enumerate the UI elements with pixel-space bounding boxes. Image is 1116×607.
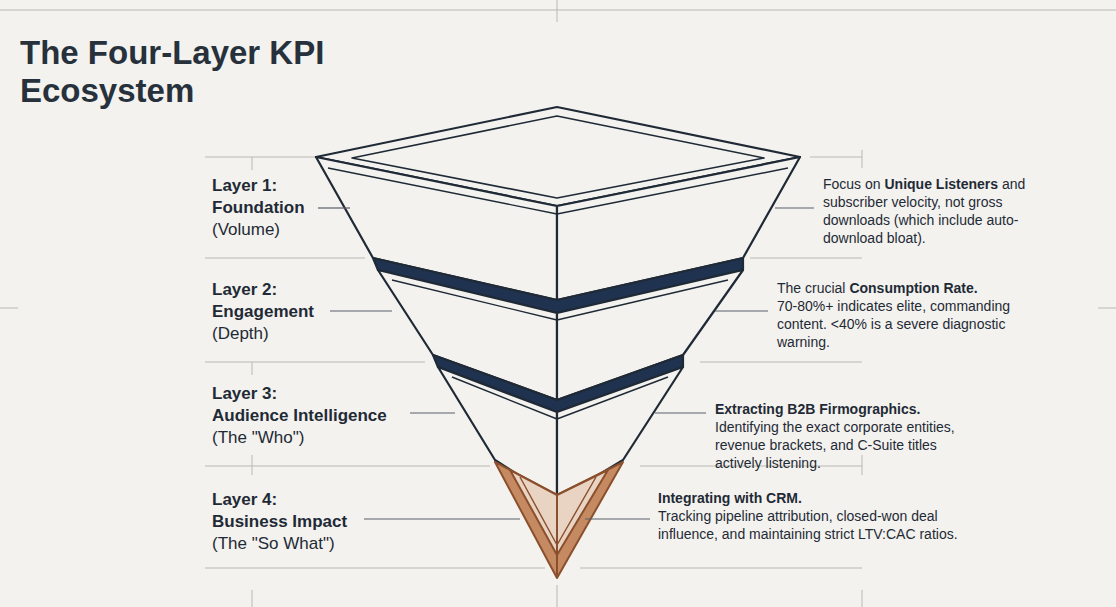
layer-label-line: (Depth) bbox=[212, 323, 314, 345]
layer-label: Layer 3:Audience Intelligence(The "Who") bbox=[212, 383, 387, 449]
layer-node: Layer 4:Business Impact(The "So What") In… bbox=[0, 489, 1116, 555]
layer-description: Integrating with CRM.Tracking pipeline a… bbox=[658, 489, 988, 543]
layer-node: Layer 3:Audience Intelligence(The "Who")… bbox=[0, 383, 1116, 472]
layer-label: Layer 4:Business Impact(The "So What") bbox=[212, 489, 347, 555]
description-text: 70-80%+ indicates elite, commanding cont… bbox=[777, 297, 1029, 351]
layer-description: Focus onUnique Listenersand subscriber v… bbox=[823, 175, 1055, 247]
layer-node: Layer 1:Foundation(Volume) Focus onUnique… bbox=[0, 175, 1116, 247]
description-text: Identifying the exact corporate entities… bbox=[715, 418, 955, 472]
layer-label: Layer 2:Engagement(Depth) bbox=[212, 279, 314, 345]
layer-label-line: (The "So What") bbox=[212, 533, 347, 555]
layer-description: The crucialConsumption Rate.70-80%+ indi… bbox=[777, 279, 1029, 351]
layer-label-line: (Volume) bbox=[212, 219, 305, 241]
description-text: Integrating with CRM. bbox=[658, 489, 988, 507]
layer-description: Extracting B2B Firmographics.Identifying… bbox=[715, 400, 955, 472]
layer-label-line: Engagement bbox=[212, 301, 314, 323]
layer-label-line: Foundation bbox=[212, 197, 305, 219]
description-text: Tracking pipeline attribution, closed-wo… bbox=[658, 507, 988, 543]
layer-label: Layer 1:Foundation(Volume) bbox=[212, 175, 305, 241]
description-text: Consumption Rate. bbox=[849, 280, 977, 296]
description-text: Extracting B2B Firmographics. bbox=[715, 400, 955, 418]
description-text: Focus on bbox=[823, 176, 881, 192]
layer-label-line: Layer 3: bbox=[212, 383, 387, 405]
description-text: The crucial bbox=[777, 280, 845, 296]
description-text: Unique Listeners bbox=[885, 176, 999, 192]
layer-node: Layer 2:Engagement(Depth) The crucialCons… bbox=[0, 279, 1116, 351]
layer-label-line: (The "Who") bbox=[212, 427, 387, 449]
layer-label-line: Layer 2: bbox=[212, 279, 314, 301]
layer-label-line: Layer 1: bbox=[212, 175, 305, 197]
layer-label-line: Layer 4: bbox=[212, 489, 347, 511]
layer-label-line: Business Impact bbox=[212, 511, 347, 533]
layer-label-line: Audience Intelligence bbox=[212, 405, 387, 427]
diagram-title: The Four-Layer KPI Ecosystem bbox=[20, 34, 400, 110]
